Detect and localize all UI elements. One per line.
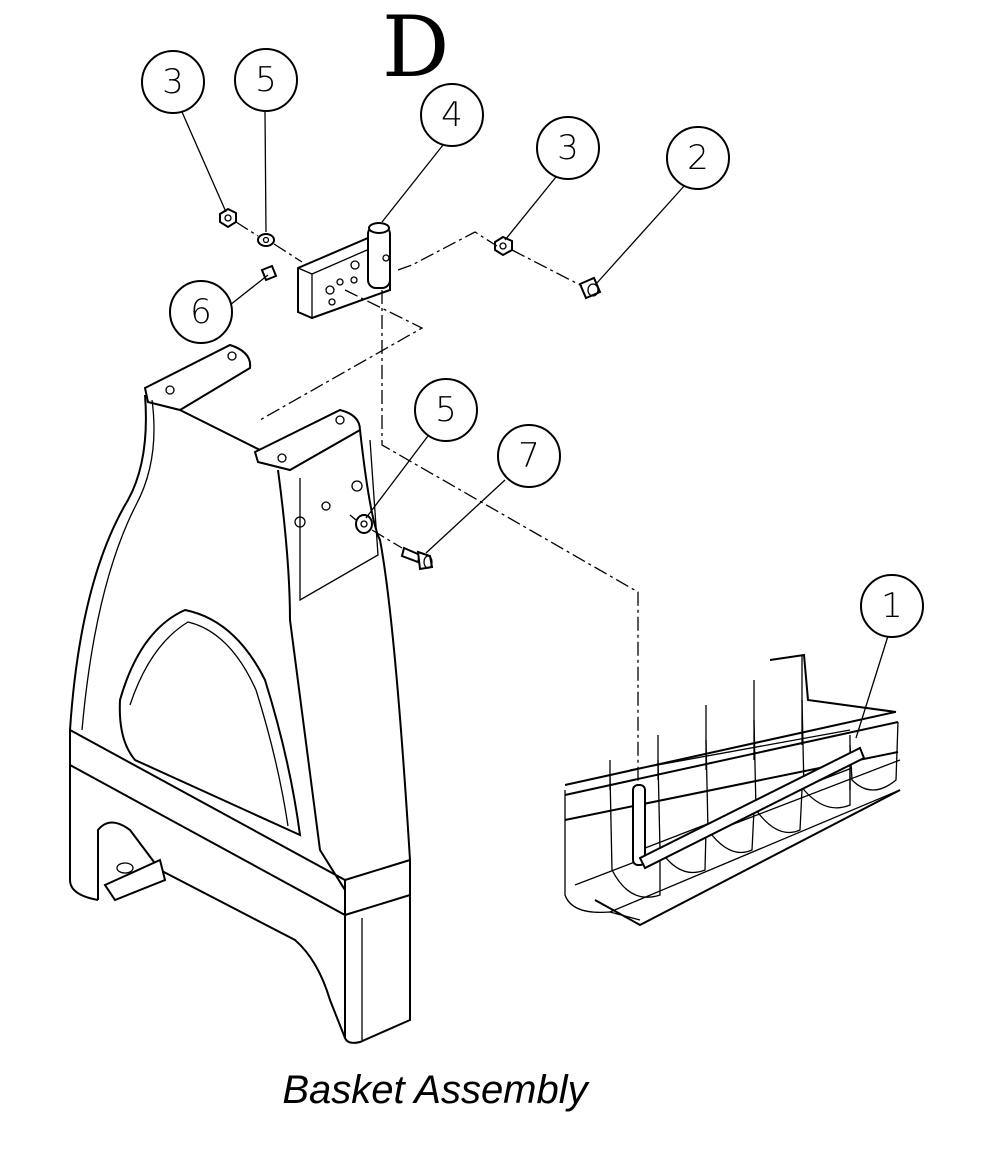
stand bbox=[69, 343, 411, 1044]
callout-5-lower: 5 bbox=[414, 378, 478, 442]
set-screw-right bbox=[578, 276, 602, 300]
svg-text:2: 2 bbox=[687, 138, 709, 178]
leader-lines bbox=[181, 111, 889, 739]
diagram-caption: Basket Assembly bbox=[282, 1068, 588, 1112]
washer-front bbox=[355, 514, 373, 534]
svg-text:3: 3 bbox=[557, 128, 579, 168]
svg-text:3: 3 bbox=[162, 62, 184, 102]
assembly-lines bbox=[235, 221, 639, 790]
callout-5-top: 5 bbox=[234, 48, 298, 112]
callout-7: 7 bbox=[497, 424, 561, 488]
svg-text:5: 5 bbox=[435, 390, 457, 430]
svg-text:4: 4 bbox=[441, 95, 463, 135]
cap-screw bbox=[400, 546, 434, 571]
svg-text:5: 5 bbox=[255, 60, 277, 100]
callout-2: 2 bbox=[666, 126, 730, 190]
callout-4: 4 bbox=[420, 83, 484, 147]
callout-1: 1 bbox=[860, 574, 924, 638]
svg-text:6: 6 bbox=[190, 292, 212, 332]
section-letter: D bbox=[382, 0, 450, 96]
washer-left bbox=[257, 233, 275, 247]
nut-left bbox=[219, 207, 237, 229]
nut-right bbox=[494, 235, 513, 257]
callout-3-right: 3 bbox=[536, 116, 600, 180]
svg-text:7: 7 bbox=[518, 436, 540, 476]
svg-text:1: 1 bbox=[881, 586, 903, 626]
callout-3-left: 3 bbox=[141, 50, 205, 114]
hinge-bracket bbox=[297, 222, 391, 320]
wire-basket bbox=[564, 653, 901, 927]
callout-6: 6 bbox=[169, 280, 233, 344]
